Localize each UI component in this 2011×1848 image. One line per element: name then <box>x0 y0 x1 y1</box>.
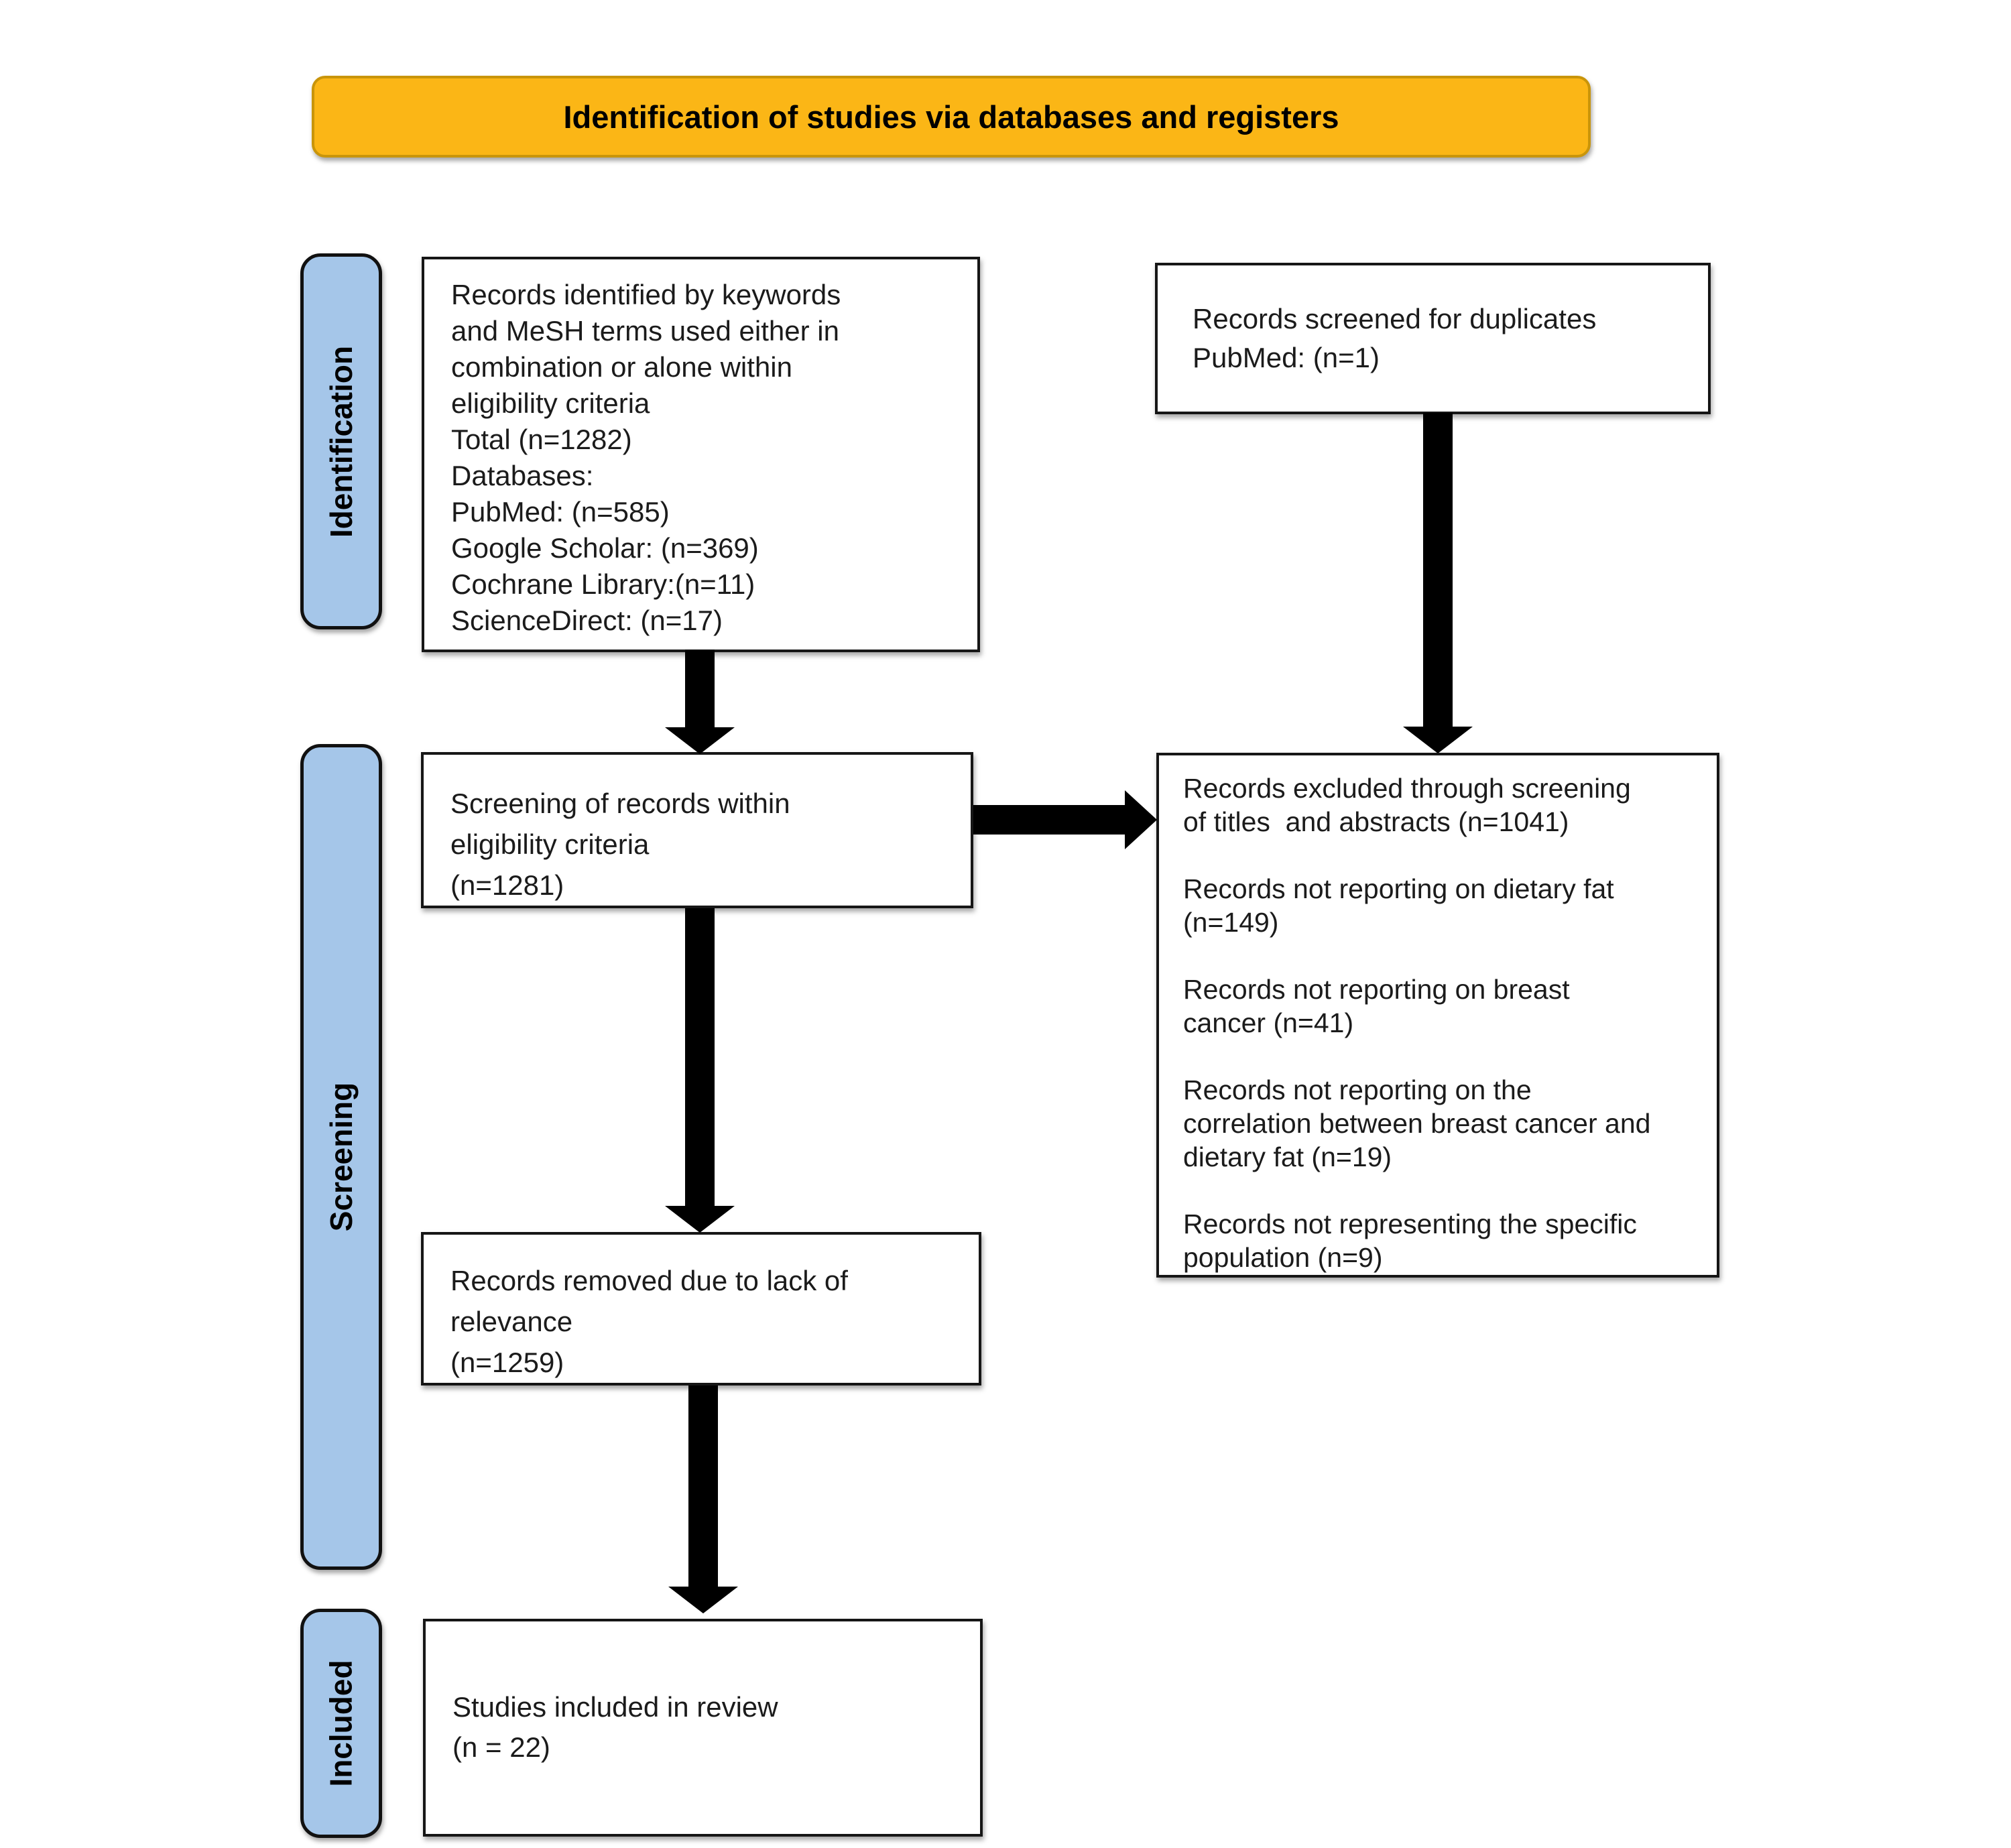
stage-screening-label: Screening <box>324 1082 359 1232</box>
box-records-removed-text: Records removed due to lack of relevance… <box>450 1265 848 1378</box>
box-records-removed: Records removed due to lack of relevance… <box>421 1232 981 1385</box>
box-studies-included: Studies included in review (n = 22) <box>423 1619 983 1837</box>
arrow-screening-to-excluded-shaft <box>973 805 1126 835</box>
stage-identification-label: Identification <box>324 345 359 538</box>
title-banner: Identification of studies via databases … <box>312 76 1591 158</box>
arrow-identified-to-screening-shaft <box>685 650 715 729</box>
box-records-excluded: Records excluded through screening of ti… <box>1156 753 1719 1278</box>
arrow-identified-to-screening-head <box>665 727 735 754</box>
box-records-identified: Records identified by keywords and MeSH … <box>422 257 980 652</box>
arrow-screening-to-removed-shaft <box>685 908 715 1207</box>
arrow-screening-to-excluded-head <box>1125 790 1157 849</box>
box-studies-included-text: Studies included in review (n = 22) <box>452 1691 778 1763</box>
arrow-screening-to-removed-head <box>665 1206 735 1233</box>
title-text: Identification of studies via databases … <box>563 99 1339 135</box>
box-records-screened-duplicates-text: Records screened for duplicates PubMed: … <box>1193 303 1597 373</box>
box-screening-records: Screening of records within eligibility … <box>421 752 973 908</box>
arrow-duplicates-to-excluded-shaft <box>1423 413 1453 728</box>
box-records-excluded-text: Records excluded through screening of ti… <box>1183 773 1651 1273</box>
stage-included-label: Included <box>324 1660 359 1787</box>
box-records-identified-text: Records identified by keywords and MeSH … <box>451 279 841 636</box>
box-screening-records-text: Screening of records within eligibility … <box>450 788 790 901</box>
stage-identification: Identification <box>300 253 382 629</box>
stage-included: Included <box>300 1609 382 1838</box>
box-records-screened-duplicates: Records screened for duplicates PubMed: … <box>1155 263 1711 414</box>
arrow-duplicates-to-excluded-head <box>1403 727 1473 753</box>
arrow-removed-to-included-head <box>668 1587 738 1613</box>
stage-screening: Screening <box>300 744 382 1570</box>
arrow-removed-to-included-shaft <box>688 1385 718 1588</box>
